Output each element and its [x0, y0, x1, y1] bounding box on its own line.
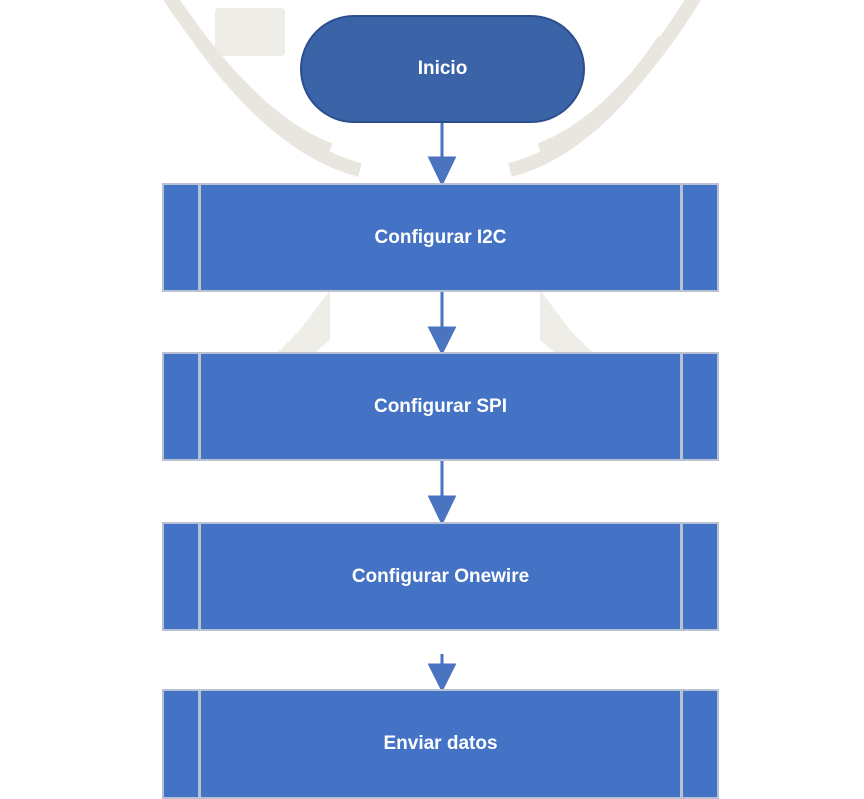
process-side-bar [198, 524, 201, 629]
process-label: Enviar datos [383, 733, 498, 754]
start-label: Inicio [417, 58, 468, 79]
process-side-bar [680, 524, 683, 629]
process-side-bar [680, 185, 683, 290]
process-node-enviar-datos: Enviar datos [162, 689, 719, 799]
process-label: Configurar I2C [374, 226, 507, 248]
start-node: Inicio [300, 15, 585, 123]
process-label: Configurar SPI [373, 395, 507, 417]
arrow-head [427, 663, 457, 693]
process-side-bar [680, 354, 683, 459]
process-side-bar [198, 354, 201, 459]
arrow-head [427, 326, 457, 356]
arrow-head [427, 495, 457, 526]
process-side-bar [198, 185, 201, 290]
process-side-bar [198, 691, 201, 797]
process-node-configurar-spi: Configurar SPI [162, 352, 719, 461]
process-label: Configurar Onewire [351, 565, 530, 587]
process-side-bar [680, 691, 683, 797]
arrow-head [427, 156, 457, 187]
process-node-configurar-onewire: Configurar Onewire [162, 522, 719, 631]
process-node-configurar-i2c: Configurar I2C [162, 183, 719, 292]
